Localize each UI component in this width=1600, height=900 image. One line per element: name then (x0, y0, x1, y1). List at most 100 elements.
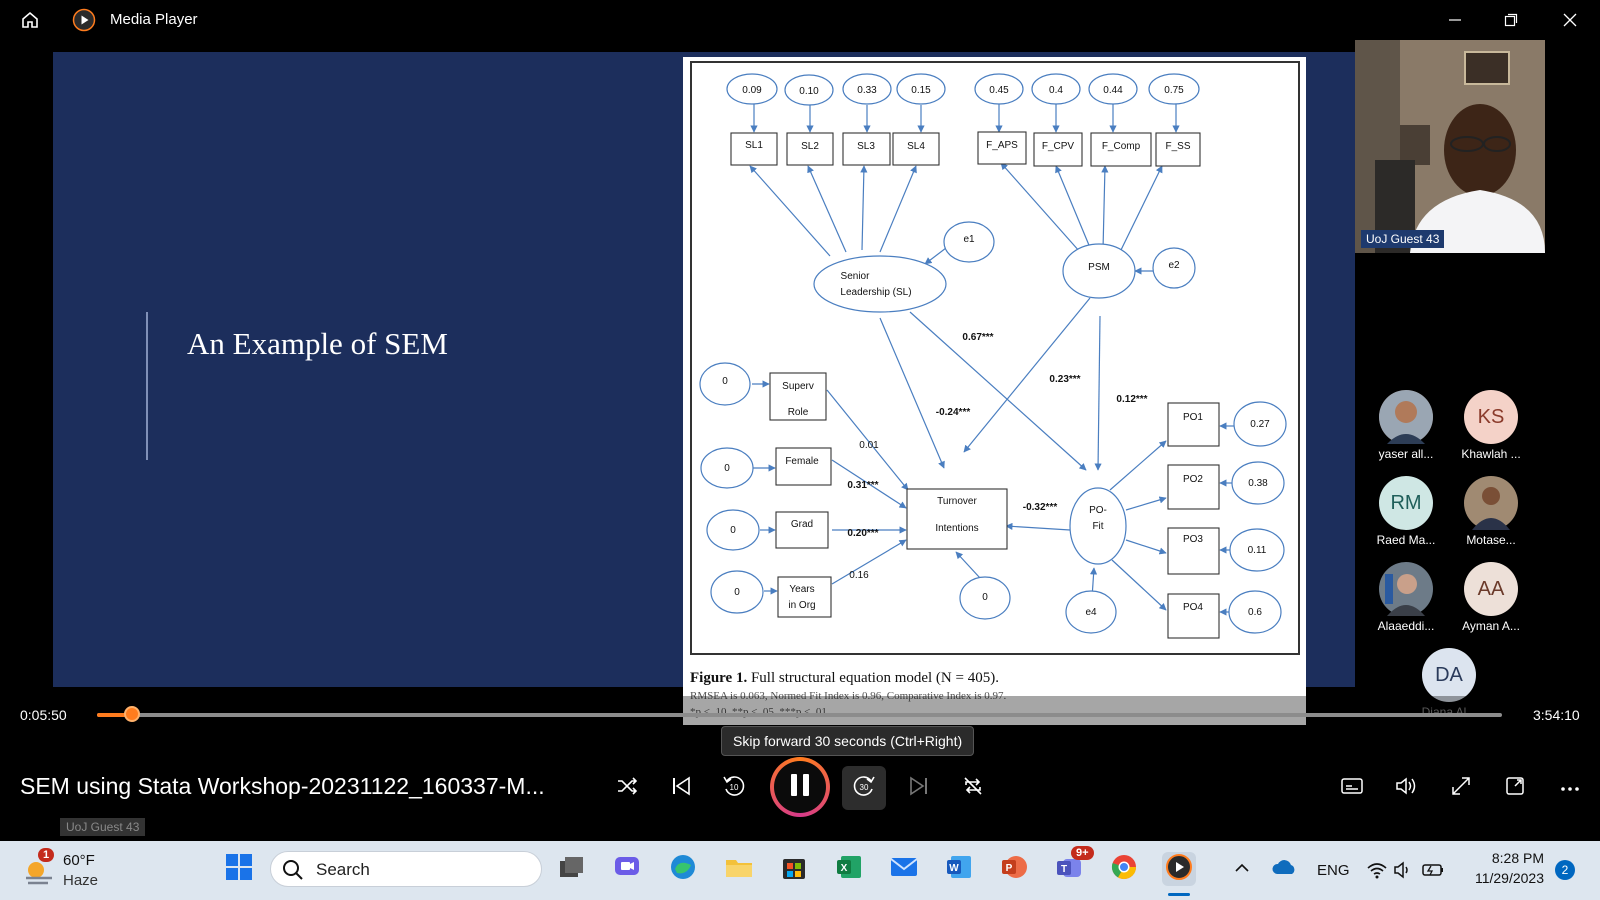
minimize-button[interactable] (1440, 8, 1470, 32)
coef-label: 0.16 (849, 570, 869, 581)
overlay-name-label: UoJ Guest 43 (60, 818, 146, 836)
start-button[interactable] (222, 852, 256, 886)
shuffle-icon (616, 775, 638, 802)
excel-button[interactable]: X (832, 852, 866, 886)
search-icon (282, 859, 304, 886)
mini-player-button[interactable] (1495, 768, 1535, 808)
captions-button[interactable] (1332, 768, 1372, 808)
wifi-icon[interactable] (1366, 861, 1388, 884)
store-button[interactable] (777, 852, 811, 886)
seek-thumb[interactable] (124, 706, 140, 722)
skip-back-10-button[interactable]: 10 (714, 768, 754, 808)
po-item-label: PO2 (1183, 474, 1203, 485)
volume-button[interactable] (1387, 768, 1427, 808)
participant-tile[interactable]: RM Raed Ma... (1366, 476, 1446, 547)
e1-label: e1 (963, 234, 975, 245)
chrome-button[interactable] (1107, 852, 1141, 886)
error-label: 0.4 (1049, 85, 1063, 96)
next-button[interactable] (899, 768, 939, 808)
taskbar-search[interactable] (270, 851, 542, 887)
search-placeholder: Search (316, 860, 370, 879)
volume-icon (1395, 776, 1419, 801)
speaker-video-tile[interactable] (1355, 40, 1545, 253)
onedrive-button[interactable] (1267, 852, 1301, 886)
participant-tile[interactable]: DA Diana Al... (1409, 648, 1489, 719)
participant-tile[interactable]: AA Ayman A... (1451, 562, 1531, 633)
powerpoint-icon: P (1000, 853, 1028, 886)
fullscreen-button[interactable] (1441, 768, 1481, 808)
svg-text:W: W (949, 863, 959, 874)
more-icon (1560, 779, 1580, 797)
media-player-taskbar-button[interactable] (1162, 852, 1196, 886)
indicator-label: SL3 (857, 141, 875, 152)
show-hidden-icons-button[interactable] (1225, 852, 1259, 886)
media-player-icon (1165, 853, 1193, 886)
edge-icon (669, 853, 697, 886)
error-label: 0.15 (911, 85, 931, 96)
word-button[interactable]: W (942, 852, 976, 886)
skip-forward-30-button[interactable]: 30 (842, 766, 886, 810)
participant-tile[interactable]: KS Khawlah ... (1451, 390, 1531, 461)
teams-icon: T (1055, 853, 1083, 886)
speaker-name-label: UoJ Guest 43 (1361, 230, 1445, 248)
pause-button[interactable] (770, 757, 830, 817)
weather-temperature: 60°F (63, 852, 95, 869)
avatar: DA (1422, 648, 1476, 702)
previous-button[interactable] (661, 768, 701, 808)
slide-title: An Example of SEM (187, 326, 448, 361)
shuffle-button[interactable] (607, 768, 647, 808)
more-options-button[interactable] (1550, 768, 1590, 808)
error-label: 0.10 (799, 86, 819, 97)
chevron-up-icon (1234, 860, 1250, 878)
pofit-label-2: Fit (1092, 521, 1103, 532)
avatar: KS (1464, 390, 1518, 444)
participant-tile[interactable]: Alaaeddi... (1366, 562, 1446, 633)
clock-date[interactable]: 11/29/2023 (1474, 870, 1544, 886)
rewind-10-icon: 10 (721, 773, 747, 804)
zero-label: 0 (734, 587, 740, 598)
store-icon (780, 853, 808, 886)
years-label-1: Years (789, 584, 814, 595)
excel-icon: X (835, 853, 863, 886)
po-error-label: 0.27 (1250, 419, 1270, 430)
figure-caption: Figure 1. Full structural equation model… (690, 670, 999, 686)
task-view-button[interactable] (554, 852, 588, 886)
sem-diagram-frame (690, 61, 1300, 655)
file-explorer-button[interactable] (722, 852, 756, 886)
word-icon: W (945, 853, 973, 886)
years-label-2: in Org (788, 600, 815, 611)
clock-time[interactable]: 8:28 PM (1491, 850, 1544, 866)
coef-label: 0.01 (859, 440, 879, 451)
restore-button[interactable] (1496, 8, 1526, 32)
mail-button[interactable] (887, 852, 921, 886)
coef-label: 0.31*** (847, 480, 878, 491)
error-label: 0.09 (742, 85, 762, 96)
teams-button[interactable]: T (1052, 852, 1086, 886)
mini-player-icon (1505, 776, 1525, 801)
female-label: Female (785, 456, 819, 467)
skip-forward-tooltip: Skip forward 30 seconds (Ctrl+Right) (721, 726, 975, 756)
home-icon[interactable] (18, 8, 42, 32)
po-item-label: PO4 (1183, 602, 1203, 613)
repeat-off-button[interactable] (953, 768, 993, 808)
participant-tile[interactable]: Motase... (1451, 476, 1531, 547)
weather-description: Haze (63, 872, 99, 889)
svg-text:10: 10 (730, 783, 739, 792)
language-indicator[interactable]: ENG (1317, 862, 1350, 879)
error-label: 0.75 (1164, 85, 1184, 96)
pause-icon (788, 772, 812, 803)
svg-text:P: P (1006, 863, 1013, 874)
avatar (1464, 476, 1518, 530)
teams-chat-button[interactable] (610, 852, 644, 886)
indicator-label: SL1 (745, 140, 763, 151)
notification-badge[interactable]: 2 (1555, 860, 1575, 880)
indicator-label: F_CPV (1042, 141, 1075, 152)
speaker-icon[interactable] (1393, 861, 1413, 884)
battery-icon[interactable] (1420, 860, 1444, 883)
avatar: RM (1379, 476, 1433, 530)
seek-slider[interactable] (97, 713, 1502, 717)
edge-button[interactable] (666, 852, 700, 886)
participant-tile[interactable]: yaser all... (1366, 390, 1446, 461)
powerpoint-button[interactable]: P (997, 852, 1031, 886)
close-button[interactable] (1555, 8, 1585, 32)
